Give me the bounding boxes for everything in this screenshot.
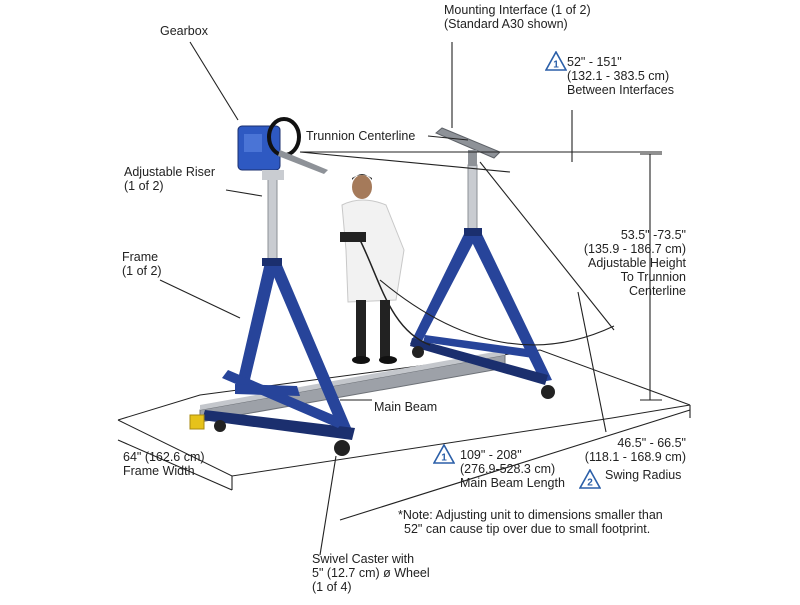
- note-text-1: *Note: Adjusting unit to dimensions smal…: [398, 508, 663, 522]
- swivel-caster-label: Swivel Caster with 5" (12.7 cm) ø Wheel …: [312, 552, 430, 594]
- main-beam-label: Main Beam: [374, 400, 437, 414]
- trunnion-leader: [427, 135, 469, 141]
- warning-triangle-icon-1: 1: [545, 51, 567, 71]
- swing-arc: [379, 279, 615, 346]
- frame-text-2: (1 of 2): [122, 264, 162, 278]
- right-frame: [410, 164, 555, 399]
- caster-leader: [319, 455, 337, 556]
- frame-width-label: 64" (162.6 cm) Frame Width: [123, 450, 205, 478]
- adjustable-riser-label: Adjustable Riser (1 of 2): [124, 165, 215, 193]
- adjustable-height-text-3: Adjustable Height: [588, 256, 686, 270]
- trunnion-centerline-text: Trunnion Centerline: [306, 129, 416, 143]
- between-interfaces-text-2: (132.1 - 383.5 cm): [567, 69, 670, 83]
- swing-radius-text-3: Swing Radius: [605, 468, 682, 482]
- leader-lines: [117, 41, 691, 556]
- caster-wheel-front-right: [541, 385, 555, 399]
- gearbox-leader: [189, 41, 239, 121]
- swing-radius-line: [479, 161, 615, 331]
- trunnion-centerline-line-2: [299, 151, 511, 173]
- caster-wheel-rear-left: [214, 420, 226, 432]
- pendant-cable: [359, 239, 431, 346]
- note-text-2: 52" can cause tip over due to small foot…: [404, 522, 651, 536]
- warning-triangle-icon-3: 2: [579, 469, 601, 489]
- beam-length-dimension: [339, 409, 691, 521]
- gearbox-label: Gearbox: [160, 24, 208, 38]
- caster-wheel-front-left: [334, 440, 350, 456]
- right-adjustable-riser: [467, 164, 478, 234]
- frame-text-1: Frame: [122, 250, 159, 264]
- svg-text:2: 2: [587, 478, 593, 489]
- adjustable-height-text-5: Centerline: [629, 284, 686, 298]
- swing-radius-label: 46.5" - 66.5" (118.1 - 168.9 cm): [578, 436, 686, 464]
- caster-wheel-rear-right: [412, 346, 424, 358]
- adjustable-height-label: 53.5" -73.5" (135.9 - 186.7 cm) Adjustab…: [578, 228, 686, 298]
- main-beam-text: Main Beam: [374, 400, 438, 414]
- swing-radius-caption: Swing Radius: [605, 468, 681, 482]
- svg-text:1: 1: [441, 453, 447, 464]
- gearbox: [237, 117, 328, 180]
- yellow-end-cap: [189, 414, 205, 430]
- mounting-interface-text-1: Mounting Interface (1 of 2): [444, 3, 591, 17]
- main-beam-length-text-1: 109" - 208": [460, 448, 522, 462]
- main-beam-length-label: 109" - 208" (276.9-528.3 cm) Main Beam L…: [460, 448, 565, 490]
- left-adjustable-riser: [267, 177, 278, 261]
- adjustable-height-text-4: To Trunnion: [620, 270, 686, 284]
- note-label: *Note: Adjusting unit to dimensions smal…: [398, 508, 663, 536]
- mounting-interface-text-2: (Standard A30 shown): [444, 17, 568, 31]
- mounting-interface-label: Mounting Interface (1 of 2) (Standard A3…: [444, 3, 591, 31]
- frame-width-text-2: Frame Width: [123, 464, 195, 478]
- left-frame: [189, 177, 355, 456]
- floor-outline: [117, 349, 691, 477]
- swivel-caster-text-2: 5" (12.7 cm) ø Wheel: [312, 566, 430, 580]
- riser-leader: [225, 189, 263, 197]
- frame-width-dimension: [117, 439, 233, 491]
- swivel-caster-text-3: (1 of 4): [312, 580, 352, 594]
- swing-dimension-leader: [577, 291, 607, 433]
- adjustable-height-text-2: (135.9 - 186.7 cm): [583, 242, 686, 256]
- main-beam-length-text-2: (276.9-528.3 cm): [460, 462, 556, 476]
- frame-leader: [159, 279, 241, 319]
- warning-triangle-icon-2: 1: [433, 444, 455, 464]
- adjustable-riser-text-2: (1 of 2): [124, 179, 164, 193]
- swivel-caster-text-1: Swivel Caster with: [312, 552, 415, 566]
- adjustable-riser-text-1: Adjustable Riser: [124, 165, 216, 179]
- person-illustration: [340, 174, 431, 364]
- between-interfaces-label: 52" - 151" (132.1 - 383.5 cm) Between In…: [567, 55, 674, 97]
- mounting-interface: [435, 127, 501, 166]
- svg-text:1: 1: [553, 60, 559, 71]
- frame-label: Frame (1 of 2): [122, 250, 162, 278]
- swing-radius-text-2: (118.1 - 168.9 cm): [584, 450, 686, 464]
- gearbox-text: Gearbox: [160, 24, 208, 38]
- swing-radius-text-1: 46.5" - 66.5": [617, 436, 686, 450]
- main-beam-length-text-3: Main Beam Length: [460, 476, 565, 490]
- between-interfaces-text-3: Between Interfaces: [567, 83, 675, 97]
- trunnion-centerline-label: Trunnion Centerline: [306, 129, 415, 143]
- frame-width-text-1: 64" (162.6 cm): [123, 450, 205, 464]
- between-interfaces-text-1: 52" - 151": [567, 55, 622, 69]
- adjustable-height-text-1: 53.5" -73.5": [620, 228, 686, 242]
